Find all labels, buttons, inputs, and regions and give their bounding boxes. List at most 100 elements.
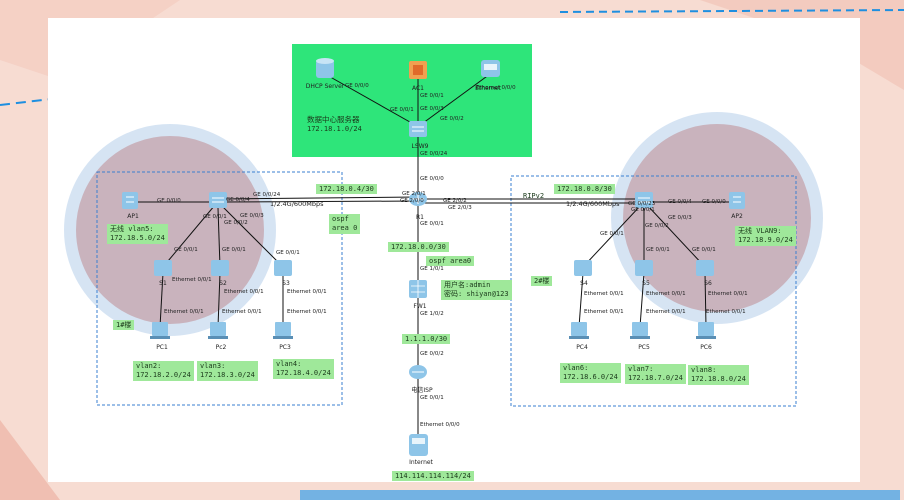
- wireless-vlan5: 无线 vlan5: 172.18.5.0/24: [107, 224, 168, 244]
- port-label: Ethernet 0/0/1: [287, 309, 327, 315]
- pc2-icon: [210, 322, 226, 336]
- pc4-label: PC4: [576, 344, 588, 351]
- port-label: GE 0/0/3: [420, 106, 444, 112]
- port-label: GE 0/0/23: [628, 201, 656, 207]
- right-link-speed: 1/2.4G/600Mbps: [566, 200, 620, 208]
- switch-s3-icon: [274, 260, 292, 276]
- port-label: GE 2/0/3: [448, 205, 472, 211]
- datacenter-title: 数据中心服务器: [307, 115, 360, 124]
- port-label: GE 0/0/2: [224, 220, 248, 226]
- port-label: GE 2/0/0: [400, 198, 424, 204]
- port-label: GE 1/0/1: [420, 266, 444, 272]
- isp-link-subnet: 1.1.1.0/30: [402, 334, 451, 345]
- port-label: GE 0/0/0: [702, 199, 726, 205]
- port-label: GE 0/0/0: [345, 83, 369, 89]
- s3-label: S3: [282, 280, 290, 287]
- ospf0-label: ospf area 0: [329, 214, 361, 234]
- port-label: GE 0/0/1: [420, 93, 444, 99]
- port-label: GE 2/0/1: [402, 191, 426, 197]
- right-wan-subnet: 172.18.0.8/30: [554, 184, 615, 195]
- port-label: GE 0/0/1: [174, 247, 198, 253]
- port-label: Ethernet 0/0/1: [584, 291, 624, 297]
- port-label: GE 0/0/1: [692, 247, 716, 253]
- pc6-icon: [698, 322, 714, 336]
- s5-label: S5: [642, 280, 650, 287]
- datacenter-subnet: 172.18.1.0/24: [307, 125, 362, 133]
- ospf-area0-label: ospf area0: [426, 256, 475, 267]
- port-label: Ethernet 0/0/1: [646, 291, 686, 297]
- ripv2-label: RIPv2: [523, 192, 545, 200]
- internet-label: Internet: [409, 459, 433, 466]
- port-label: GE 0/0/2: [645, 223, 669, 229]
- left-link-speed: 1/2.4G/600Mbps: [270, 200, 324, 208]
- port-label: GE 0/0/2: [420, 351, 444, 357]
- building2-circle: [611, 112, 823, 324]
- internet-network: 114.114.114.114/24: [392, 471, 474, 482]
- port-label: GE 0/0/3: [668, 215, 692, 221]
- port-label: GE 0/0/4: [226, 197, 250, 203]
- port-label: Ethernet 0/0/1: [706, 309, 746, 315]
- lsw9-switch-icon: [409, 121, 427, 137]
- r1-label: R1: [416, 214, 424, 221]
- vlan7-label: vlan7: 172.18.7.0/24: [625, 364, 686, 384]
- port-label: GE 0/0/1: [390, 107, 414, 113]
- ethernet-label: Ethernet: [475, 85, 501, 92]
- port-label: GE 0/0/1: [203, 214, 227, 220]
- pc1-label: PC1: [156, 344, 168, 351]
- ethernet-cloud-icon: [481, 60, 500, 77]
- building1-label: 1#楼: [113, 320, 135, 331]
- dhcp-server-label: DHCP Server: [305, 83, 345, 90]
- port-label: GE 0/0/1: [420, 221, 444, 227]
- router-r1-icon: [409, 192, 427, 206]
- pc2-label: Pc2: [215, 344, 227, 351]
- wireless-vlan9: 无线 VLAN9: 172.18.9.0/24: [735, 226, 796, 246]
- isp-label: 电信ISP: [411, 387, 433, 394]
- lsw9-label: LSW9: [411, 143, 429, 150]
- vlan3-label: vlan3: 172.18.3.0/24: [197, 361, 258, 381]
- building2-label: 2#楼: [531, 276, 553, 287]
- ac-icon: [409, 61, 427, 79]
- isp-router-icon: [409, 365, 427, 379]
- port-label: GE 0/0/1: [631, 207, 655, 213]
- ap2-label: AP2: [731, 213, 743, 220]
- ac1-label: AC1: [411, 85, 425, 92]
- dhcp-server-icon: [316, 58, 334, 78]
- vlan8-label: vlan8: 172.18.8.0/24: [688, 365, 749, 385]
- pc1-icon: [152, 322, 168, 336]
- firewall-icon: [409, 280, 427, 298]
- port-label: GE 0/0/1: [600, 231, 624, 237]
- port-label: GE 0/0/0: [420, 176, 444, 182]
- pc5-label: PC5: [638, 344, 650, 351]
- credentials-label: 用户名:admin 密码: shiyan@123: [441, 280, 512, 300]
- port-label: Ethernet 0/0/1: [287, 289, 327, 295]
- core-switch-left-icon: [209, 192, 227, 208]
- pc5-icon: [632, 322, 648, 336]
- switch-s2-icon: [211, 260, 229, 276]
- port-label: GE 0/0/1: [420, 395, 444, 401]
- ap2-icon: [729, 192, 745, 209]
- s4-label: S4: [580, 280, 588, 287]
- pc6-label: PC6: [700, 344, 712, 351]
- left-wan-subnet: 172.18.0.4/30: [316, 184, 377, 195]
- port-label: GE 0/0/0: [157, 198, 181, 204]
- building1-circle: [64, 124, 276, 336]
- pc3-icon: [275, 322, 291, 336]
- port-label: GE 0/0/1: [646, 247, 670, 253]
- fw1-label: FW1: [413, 303, 427, 310]
- switch-s1-icon: [154, 260, 172, 276]
- vlan2-label: vlan2: 172.18.2.0/24: [133, 361, 194, 381]
- switch-s4-icon: [574, 260, 592, 276]
- ap1-icon: [122, 192, 138, 209]
- port-label: Ethernet 0/0/1: [222, 309, 262, 315]
- port-label: Ethernet 0/0/1: [646, 309, 686, 315]
- port-label: GE 0/0/24: [420, 151, 448, 157]
- port-label: Ethernet 0/0/1: [584, 309, 624, 315]
- port-label: Ethernet 0/0/1: [164, 309, 204, 315]
- building1-frame: [96, 171, 343, 406]
- fw-link-subnet: 172.18.0.0/30: [388, 242, 449, 253]
- switch-s6-icon: [696, 260, 714, 276]
- vlan6-label: vlan6: 172.18.6.0/24: [560, 363, 621, 383]
- core-switch-right-icon: [635, 192, 653, 208]
- ap1-label: AP1: [127, 213, 139, 220]
